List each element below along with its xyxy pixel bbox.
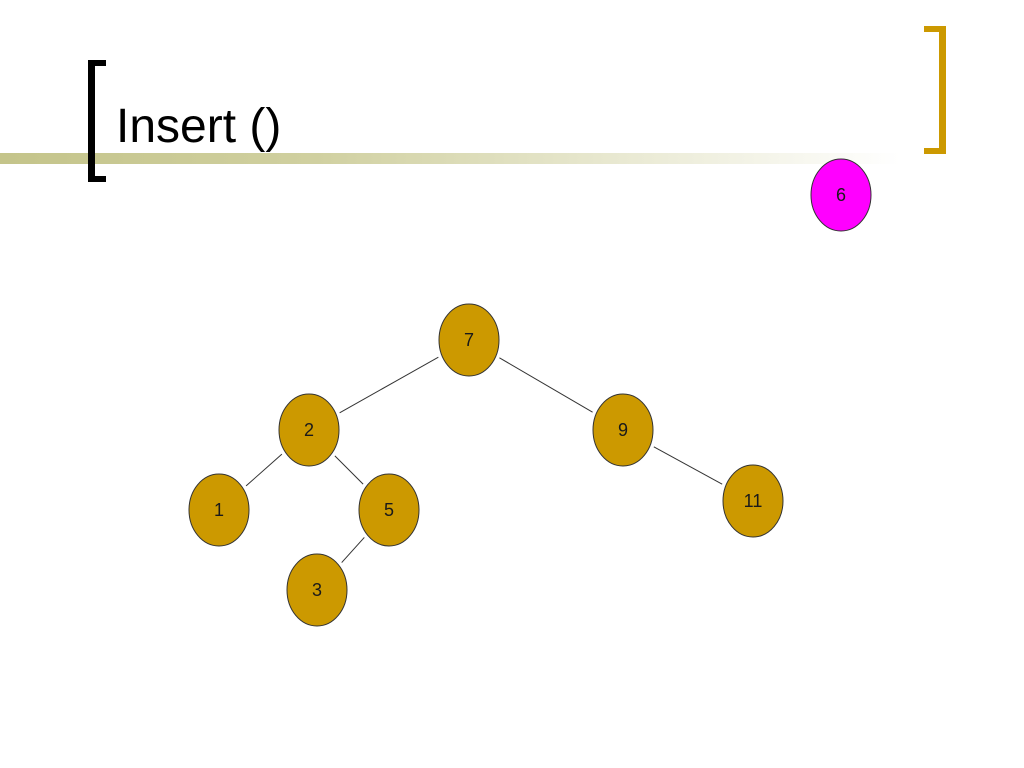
tree-node-9-label: 9 — [618, 420, 628, 440]
edge-n7-n2 — [339, 356, 439, 414]
tree-node-1-circle — [188, 473, 250, 547]
edge-n5-n3 — [341, 537, 365, 563]
tree-node-3: 3 — [286, 553, 348, 627]
edge-n9-n11 — [653, 446, 723, 485]
tree-node-11-label: 11 — [744, 491, 763, 511]
tree-node-7-circle — [438, 303, 500, 377]
left-bracket-decoration — [88, 60, 106, 182]
right-bracket-decoration — [924, 26, 946, 154]
tree-node-2: 2 — [278, 393, 340, 467]
tree-node-3-label: 3 — [312, 580, 322, 600]
new-node-6-label: 6 — [836, 185, 846, 205]
tree-node-11-circle — [722, 464, 784, 538]
tree-node-7-label: 7 — [464, 330, 474, 350]
slide-title: Insert () — [116, 100, 282, 153]
edge-n2-n1 — [245, 453, 283, 487]
new-node-6: 6 — [810, 158, 872, 232]
tree-node-3-circle — [286, 553, 348, 627]
tree-node-1-label: 1 — [214, 500, 224, 520]
tree-node-2-circle — [278, 393, 340, 467]
tree-node-9-circle — [592, 393, 654, 467]
tree-node-11: 11 — [722, 464, 784, 538]
new-node-6-circle — [810, 158, 872, 232]
tree-node-5: 5 — [358, 473, 420, 547]
title-underline — [0, 153, 900, 164]
edge-n7-n9 — [499, 357, 593, 413]
tree-node-7: 7 — [438, 303, 500, 377]
tree-edges — [245, 356, 723, 563]
edge-n2-n5 — [334, 455, 364, 485]
tree-node-2-label: 2 — [304, 420, 314, 440]
tree-node-5-label: 5 — [384, 500, 394, 520]
tree-nodes: 7 2 9 1 5 11 3 6 — [188, 158, 872, 627]
tree-node-9: 9 — [592, 393, 654, 467]
tree-node-5-circle — [358, 473, 420, 547]
tree-node-1: 1 — [188, 473, 250, 547]
